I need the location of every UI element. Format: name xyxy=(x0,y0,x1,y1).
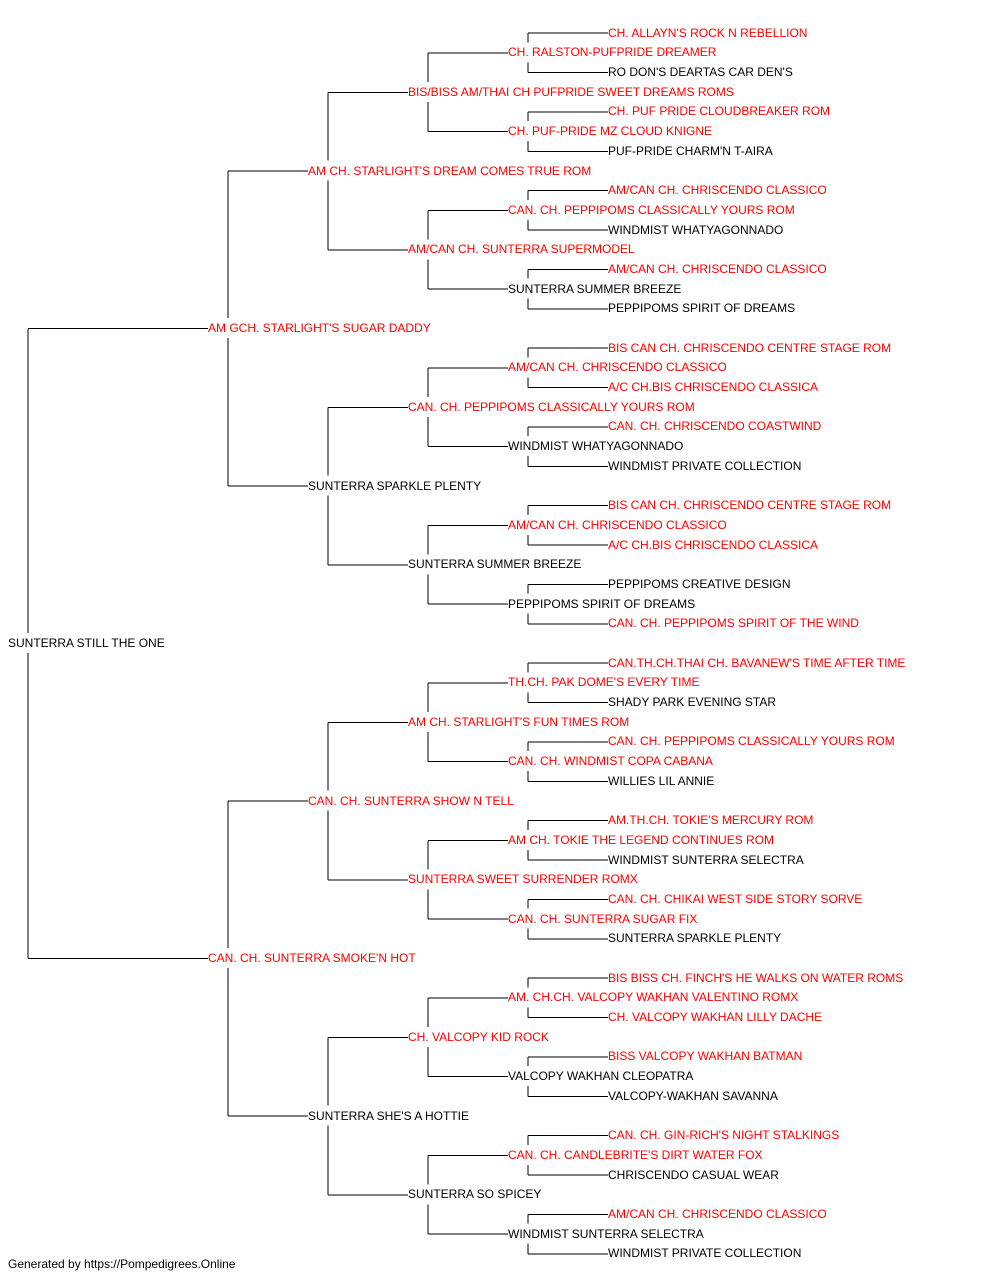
pedigree-name-gen4: VALCOPY WAKHAN CLEOPATRA xyxy=(508,1069,694,1084)
pedigree-name-gen5: BIS CAN CH. CHRISCENDO CENTRE STAGE ROM xyxy=(608,498,892,513)
pedigree-name-gen2: CAN. CH. SUNTERRA SHOW N TELL xyxy=(308,793,514,808)
pedigree-name-gen4: WINDMIST SUNTERRA SELECTRA xyxy=(508,1226,704,1241)
pedigree-name-gen5: WINDMIST PRIVATE COLLECTION xyxy=(608,458,802,473)
pedigree-name-gen3: SUNTERRA SUMMER BREEZE xyxy=(408,557,582,572)
pedigree-name-gen5: WINDMIST PRIVATE COLLECTION xyxy=(608,1246,802,1261)
pedigree-name-gen5: CH. VALCOPY WAKHAN LILLY DACHE xyxy=(608,1010,823,1025)
pedigree-name-gen5: SHADY PARK EVENING STAR xyxy=(608,695,777,710)
pedigree-name-gen4: CH. RALSTON-PUFPRIDE DREAMER xyxy=(508,45,717,60)
pedigree-name-gen5: AM/CAN CH. CHRISCENDO CLASSICO xyxy=(608,1206,827,1221)
pedigree-name-gen3: CH. VALCOPY KID ROCK xyxy=(408,1029,549,1044)
pedigree-name-gen5: SUNTERRA SPARKLE PLENTY xyxy=(608,931,782,946)
pedigree-name-gen5: RO DON'S DEARTAS CAR DEN'S xyxy=(608,65,793,80)
pedigree-name-gen5: A/C CH.BIS CHRISCENDO CLASSICA xyxy=(608,537,819,552)
pedigree-name-gen5: WILLIES LIL ANNIE xyxy=(608,773,715,788)
pedigree-name-gen2: SUNTERRA SHE'S A HOTTIE xyxy=(308,1108,469,1123)
pedigree-name-gen5: AM/CAN CH. CHRISCENDO CLASSICO xyxy=(608,183,827,198)
pedigree-name-gen5: BIS CAN CH. CHRISCENDO CENTRE STAGE ROM xyxy=(608,340,892,355)
pedigree-name-gen4: AM. CH.CH. VALCOPY WAKHAN VALENTINO ROMX xyxy=(508,990,799,1005)
pedigree-name-gen3: AM CH. STARLIGHT'S FUN TIMES ROM xyxy=(408,714,630,729)
pedigree-name-gen4: SUNTERRA SUMMER BREEZE xyxy=(508,281,682,296)
pedigree-name-gen5: WINDMIST WHATYAGONNADO xyxy=(608,222,784,237)
pedigree-name-gen5: VALCOPY-WAKHAN SAVANNA xyxy=(608,1088,778,1103)
footer-credit: Generated by https://Pompedigrees.Online xyxy=(8,1257,236,1271)
pedigree-name-gen4: CAN. CH. WINDMIST COPA CABANA xyxy=(508,754,713,769)
pedigree-name-gen4: TH.CH. PAK DOME'S EVERY TIME xyxy=(508,675,700,690)
pedigree-name-gen4: CH. PUF-PRIDE MZ CLOUD KNIGNE xyxy=(508,124,713,139)
pedigree-name-gen3: SUNTERRA SWEET SURRENDER ROMX xyxy=(408,872,638,887)
pedigree-name-gen4: CAN. CH. SUNTERRA SUGAR FIX xyxy=(508,911,698,926)
pedigree-name-gen4: WINDMIST WHATYAGONNADO xyxy=(508,439,684,454)
pedigree-name-gen5: CAN. CH. PEPPIPOMS CLASSICALLY YOURS ROM xyxy=(608,734,895,749)
pedigree-name-gen5: PEPPIPOMS SPIRIT OF DREAMS xyxy=(608,301,796,316)
pedigree-name-gen3: BIS/BISS AM/THAI CH PUFPRIDE SWEET DREAM… xyxy=(408,84,734,99)
pedigree-name-gen1: CAN. CH. SUNTERRA SMOKE'N HOT xyxy=(208,951,416,965)
pedigree-name-gen5: CAN. CH. GIN-RICH'S NIGHT STALKINGS xyxy=(608,1128,840,1143)
pedigree-name-gen5: PUF-PRIDE CHARM'N T-AIRA xyxy=(608,143,773,158)
pedigree-name-gen3: AM/CAN CH. SUNTERRA SUPERMODEL xyxy=(408,242,635,257)
pedigree-name-gen5: BIS BISS CH. FINCH'S HE WALKS ON WATER R… xyxy=(608,970,904,985)
pedigree-name-gen5: AM.TH.CH. TOKIE'S MERCURY ROM xyxy=(608,813,814,828)
pedigree-name-gen0: SUNTERRA STILL THE ONE xyxy=(8,636,165,650)
pedigree-name-gen4: AM/CAN CH. CHRISCENDO CLASSICO xyxy=(508,517,727,532)
pedigree-name-gen5: BISS VALCOPY WAKHAN BATMAN xyxy=(608,1049,803,1064)
pedigree-name-gen2: AM CH. STARLIGHT'S DREAM COMES TRUE ROM xyxy=(308,163,592,178)
pedigree-name-gen5: CHRISCENDO CASUAL WEAR xyxy=(608,1167,779,1182)
pedigree-name-gen5: AM/CAN CH. CHRISCENDO CLASSICO xyxy=(608,261,827,276)
pedigree-name-gen5: CH. ALLAYN'S ROCK N REBELLION xyxy=(608,25,808,40)
pedigree-name-gen5: PEPPIPOMS CREATIVE DESIGN xyxy=(608,576,791,591)
pedigree-name-gen3: CAN. CH. PEPPIPOMS CLASSICALLY YOURS ROM xyxy=(408,399,695,414)
pedigree-name-gen4: PEPPIPOMS SPIRIT OF DREAMS xyxy=(508,596,696,611)
pedigree-name-gen5: CH. PUF PRIDE CLOUDBREAKER ROM xyxy=(608,104,831,119)
pedigree-name-gen1: AM GCH. STARLIGHT'S SUGAR DADDY xyxy=(208,321,431,335)
pedigree-name-gen4: AM CH. TOKIE THE LEGEND CONTINUES ROM xyxy=(508,832,775,847)
pedigree-name-gen4: CAN. CH. PEPPIPOMS CLASSICALLY YOURS ROM xyxy=(508,202,795,217)
pedigree-name-gen5: CAN. CH. CHRISCENDO COASTWIND xyxy=(608,419,822,434)
pedigree-name-gen2: SUNTERRA SPARKLE PLENTY xyxy=(308,478,482,493)
pedigree-name-gen3: SUNTERRA SO SPICEY xyxy=(408,1187,542,1202)
pedigree-name-gen5: CAN.TH.CH.THAI CH. BAVANEW'S TIME AFTER … xyxy=(608,655,906,670)
pedigree-name-gen5: A/C CH.BIS CHRISCENDO CLASSICA xyxy=(608,380,819,395)
pedigree-name-gen5: CAN. CH. PEPPIPOMS SPIRIT OF THE WIND xyxy=(608,616,859,631)
pedigree-name-gen4: CAN. CH. CANDLEBRITE'S DIRT WATER FOX xyxy=(508,1147,763,1162)
pedigree-name-gen4: AM/CAN CH. CHRISCENDO CLASSICO xyxy=(508,360,727,375)
pedigree-name-gen5: WINDMIST SUNTERRA SELECTRA xyxy=(608,852,804,867)
pedigree-name-gen5: CAN. CH. CHIKAI WEST SIDE STORY SORVE xyxy=(608,891,863,906)
